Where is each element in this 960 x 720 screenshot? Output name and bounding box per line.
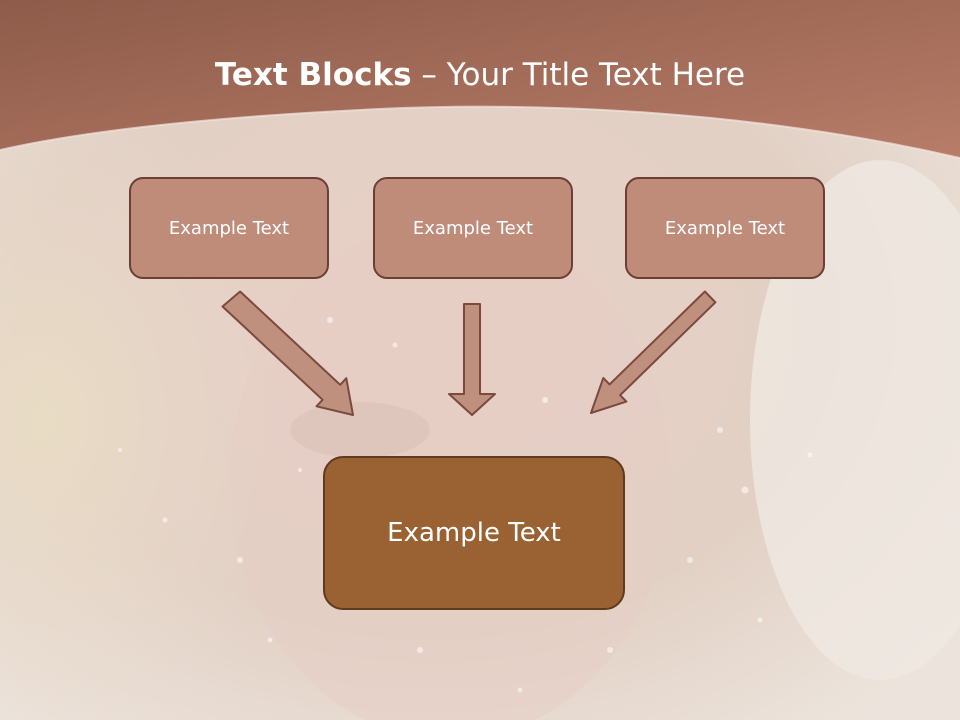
title-rest: – Your Title Text Here (411, 57, 746, 93)
target-text-block: Example Text (323, 456, 625, 610)
target-text-block-label: Example Text (387, 518, 561, 548)
title-bold: Text Blocks (214, 57, 412, 93)
text-block-1-label: Example Text (168, 217, 290, 239)
slide-title: Text Blocks – Your Title Text Here (0, 52, 960, 98)
arrow-right (590, 290, 717, 414)
text-block-3-label: Example Text (664, 217, 786, 239)
text-block-3: Example Text (625, 177, 825, 279)
text-block-1: Example Text (129, 177, 329, 279)
arrow-center (448, 303, 496, 416)
text-block-2: Example Text (373, 177, 573, 279)
arrow-left (221, 290, 354, 416)
text-block-2-label: Example Text (412, 217, 534, 239)
